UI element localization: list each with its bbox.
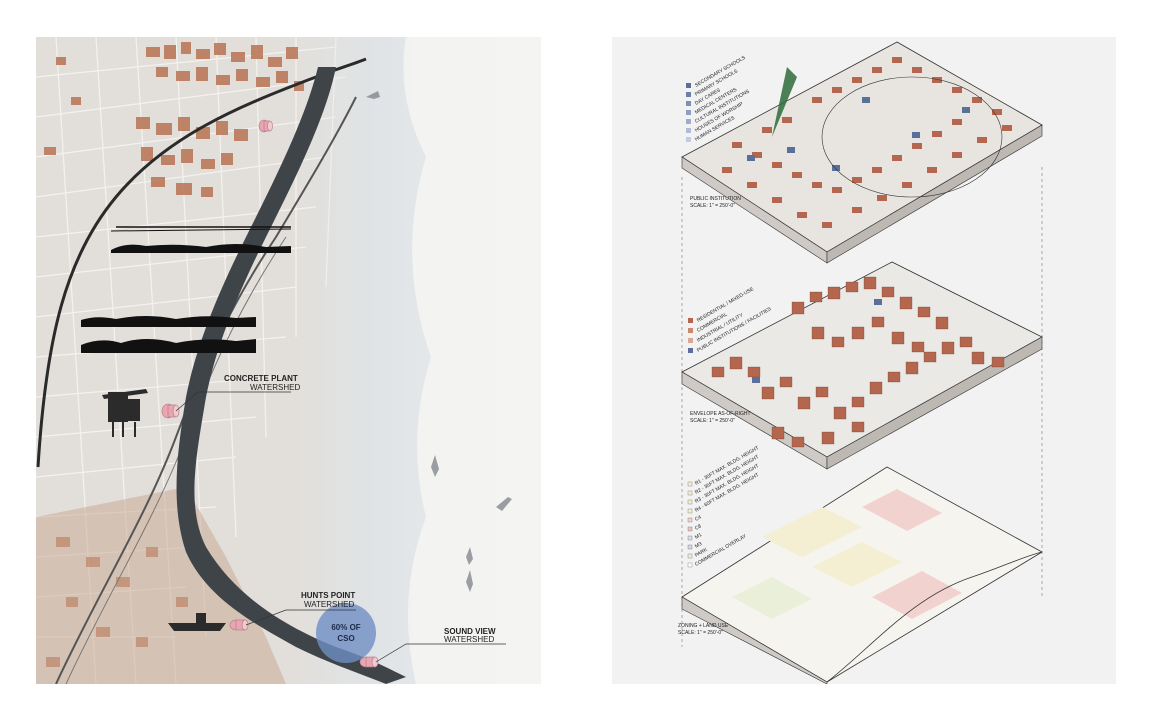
axonometric-diagram: SECONDARY SCHOOLS PRIMARY SCHOOLS DAY CA… xyxy=(678,41,1043,684)
outfall-sound-view xyxy=(359,656,379,668)
layer2-caption-title: ENVELOPE AS-OF-RIGHT xyxy=(690,411,751,417)
sound-view-label: SOUND VIEW xyxy=(444,627,496,636)
bird-silhouettes xyxy=(366,91,512,592)
layer1-buildings xyxy=(722,57,1012,228)
layer-zoning: R1 - 35FT MAX. BLDG. HEIGHT R2 - 35FT MA… xyxy=(678,445,1043,684)
outfall-pipes xyxy=(161,119,379,668)
legend-c4: C4 xyxy=(694,514,703,523)
layer3-river-edge xyxy=(826,551,1043,683)
layer3-caption-scale: SCALE: 1" = 250'-0" xyxy=(678,630,723,636)
building-clusters xyxy=(44,42,304,197)
cso-label-line1: 60% OF xyxy=(331,623,360,632)
leader-lines xyxy=(175,391,506,663)
concrete-plant-icon xyxy=(102,389,148,437)
axonometric-panel: SECONDARY SCHOOLS PRIMARY SCHOOLS DAY CA… xyxy=(612,37,1116,684)
concrete-plant-sublabel: WATERSHED xyxy=(250,383,300,392)
sound-view-sublabel: WATERSHED xyxy=(444,635,494,644)
layer-connectors xyxy=(681,167,1043,647)
layer3-legend: R1 - 35FT MAX. BLDG. HEIGHT R2 - 35FT MA… xyxy=(687,445,760,568)
legend-c8: C8 xyxy=(694,523,703,532)
layer2-institutions xyxy=(752,299,882,383)
cso-label-line2: CSO xyxy=(337,634,354,643)
layer1-institutions xyxy=(747,97,970,171)
legend-m3: M3 xyxy=(694,541,703,550)
outfall-hunts-point xyxy=(229,619,249,631)
barge-icon xyxy=(168,613,226,631)
layer3-caption-title: ZONING + LAND USE xyxy=(678,623,729,629)
elevation-profiles xyxy=(81,226,292,353)
hunts-point-label: HUNTS POINT xyxy=(301,591,355,600)
outfall-north xyxy=(258,119,273,133)
layer3-zoning-patches xyxy=(732,489,962,619)
layer1-caption-scale: SCALE: 1" = 250'-0" xyxy=(690,203,735,209)
layer2-buildings xyxy=(711,276,1005,448)
layer1-service-radius xyxy=(821,76,1003,198)
layer-envelope: RESIDENTIAL / MIXED-USE COMMERCIAL INDUS… xyxy=(681,261,1043,470)
concrete-plant-label: CONCRETE PLANT xyxy=(224,374,298,383)
layer1-caption-title: PUBLIC INSTITUTION xyxy=(690,196,741,202)
layer-public-institution: SECONDARY SCHOOLS PRIMARY SCHOOLS DAY CA… xyxy=(681,41,1043,264)
layer1-arrow-icon xyxy=(772,67,797,137)
watershed-map: 60% OF CSO CONCRETE PLANT WATERSHED HUNT… xyxy=(36,37,541,684)
legend-m1: M1 xyxy=(694,532,703,541)
cso-circle xyxy=(316,603,376,663)
watershed-map-panel: 60% OF CSO CONCRETE PLANT WATERSHED HUNT… xyxy=(36,37,541,684)
outfall-concrete-plant xyxy=(161,403,180,419)
hunts-point-sublabel: WATERSHED xyxy=(304,600,354,609)
layer2-caption-scale: SCALE: 1" = 250'-0" xyxy=(690,418,735,424)
